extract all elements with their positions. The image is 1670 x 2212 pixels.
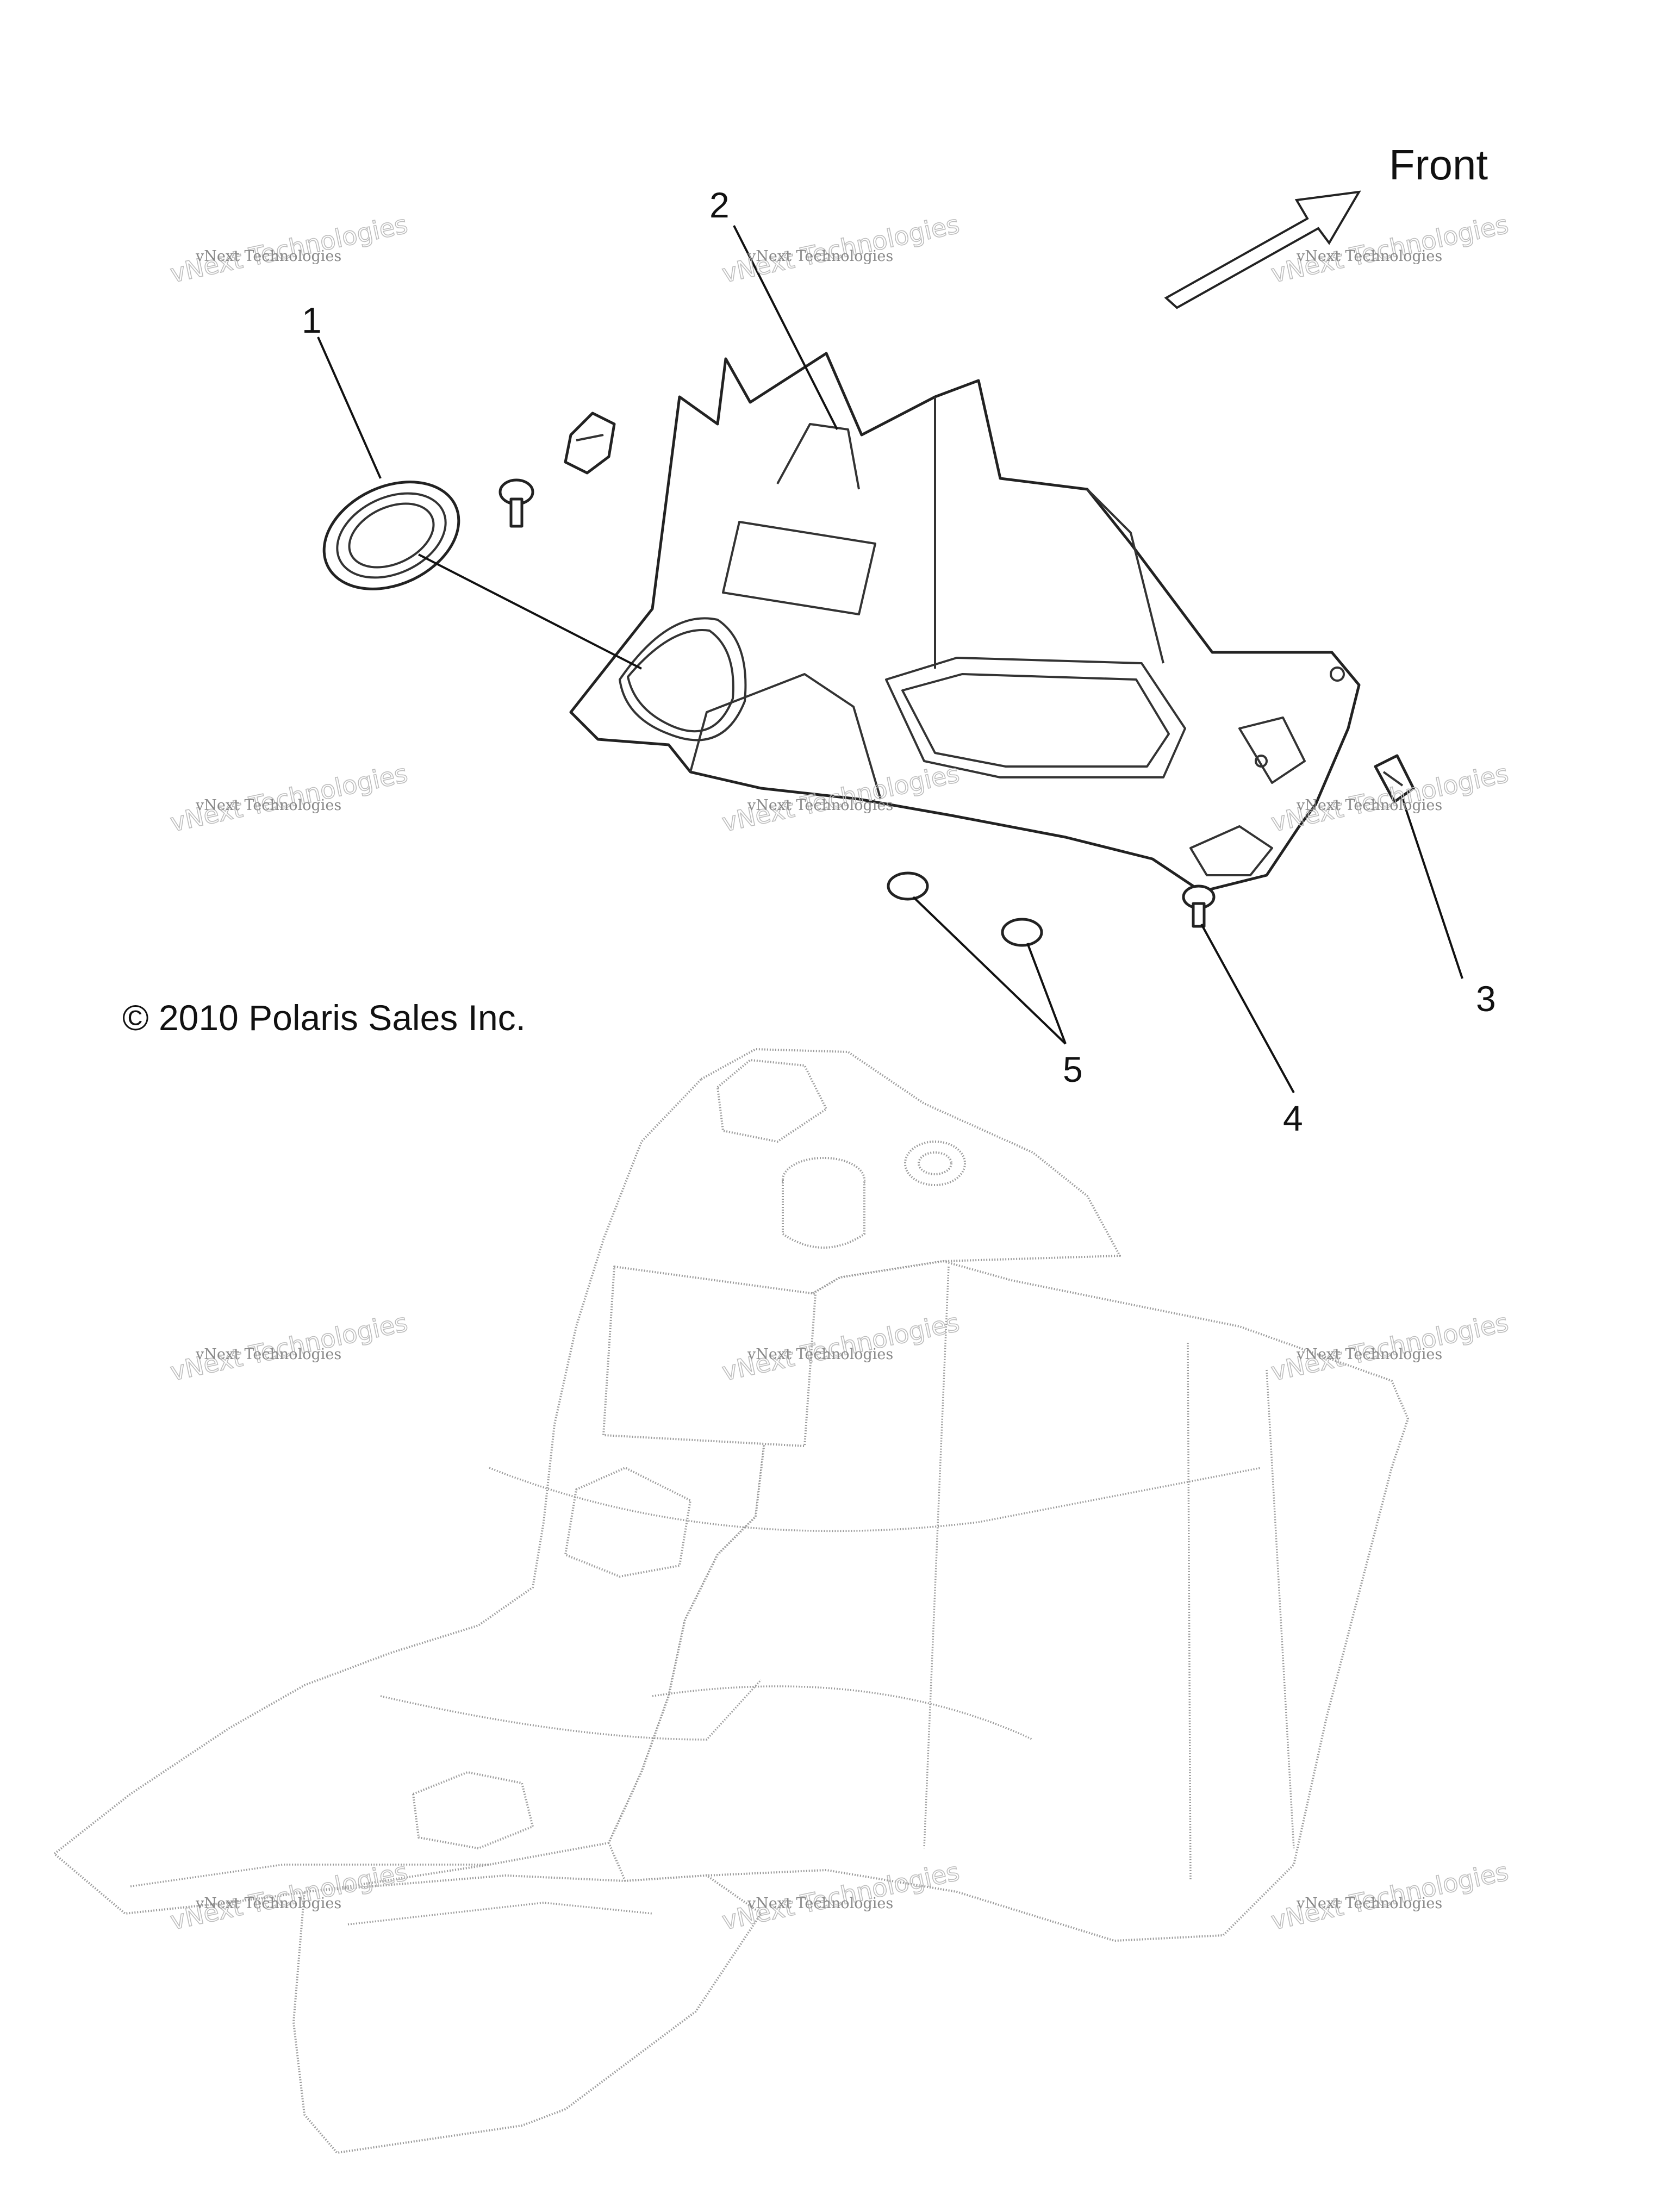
- console-panel: [569, 352, 1361, 893]
- watermark: vNext Technologies vNext Technologies: [167, 1307, 411, 1387]
- front-direction-label: Front: [1389, 141, 1488, 189]
- svg-text:vNext Technologies: vNext Technologies: [1296, 248, 1442, 265]
- callout-2: 2: [709, 185, 730, 225]
- svg-text:vNext Technologies: vNext Technologies: [1296, 797, 1442, 814]
- copyright-notice: © 2010 Polaris Sales Inc.: [122, 998, 526, 1038]
- callout-3: 3: [1476, 979, 1496, 1019]
- speed-nut: [1374, 754, 1415, 803]
- svg-text:vNext Technologies: vNext Technologies: [195, 797, 341, 814]
- callout-1: 1: [302, 300, 322, 340]
- watermark: vNext Technologies vNext Technologies: [1268, 1856, 1512, 1936]
- svg-text:vNext Technologies: vNext Technologies: [195, 1346, 341, 1363]
- watermark: vNext Technologies vNext Technologies: [719, 209, 963, 289]
- watermark: vNext Technologies vNext Technologies: [1268, 1307, 1512, 1387]
- svg-text:vNext Technologies: vNext Technologies: [1296, 1895, 1442, 1912]
- grommet-ring: [322, 481, 460, 590]
- svg-text:vNext Technologies: vNext Technologies: [747, 797, 893, 814]
- watermark: vNext Technologies vNext Technologies: [167, 209, 411, 289]
- svg-text:vNext Technologies: vNext Technologies: [195, 1895, 341, 1912]
- svg-text:vNext Technologies: vNext Technologies: [747, 1346, 893, 1363]
- front-arrow-icon: [1164, 190, 1361, 309]
- push-rivet-4: [1182, 884, 1216, 928]
- callout-5: 5: [1063, 1049, 1083, 1089]
- svg-text:vNext Technologies: vNext Technologies: [195, 248, 341, 265]
- clip-fastener: [564, 412, 616, 475]
- svg-text:vNext Technologies: vNext Technologies: [1296, 1346, 1442, 1363]
- ghost-tank-body: [53, 1048, 1409, 2154]
- leader-lines: [317, 225, 1463, 1093]
- svg-text:vNext Technologies: vNext Technologies: [747, 1895, 893, 1912]
- push-rivet: [498, 478, 534, 528]
- plug-caps: [887, 871, 1043, 947]
- watermark: vNext Technologies vNext Technologies: [167, 758, 411, 838]
- callout-4: 4: [1283, 1098, 1303, 1138]
- svg-text:vNext Technologies: vNext Technologies: [747, 248, 893, 265]
